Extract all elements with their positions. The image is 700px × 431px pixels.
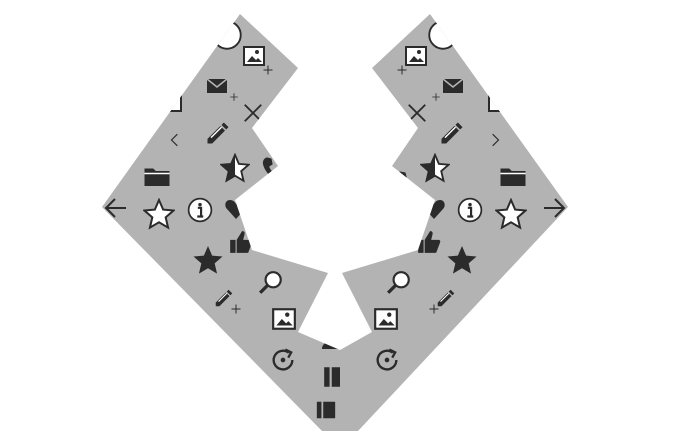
envelope-icon	[442, 78, 464, 94]
circle-icon	[428, 20, 458, 50]
sticky-note-icon	[162, 91, 182, 112]
sticky-note-icon	[127, 122, 147, 143]
image-icon	[374, 308, 398, 330]
envelope-icon	[206, 78, 228, 94]
lock-icon	[480, 41, 498, 63]
left-piece-shape	[102, 14, 340, 431]
right-piece-shape	[340, 14, 568, 431]
left-piece	[102, 14, 340, 431]
image-icon	[272, 308, 296, 330]
info-icon	[187, 197, 213, 223]
right-piece	[340, 14, 568, 431]
sticky-note-icon	[488, 91, 508, 112]
user-icon	[383, 198, 403, 220]
image-icon	[405, 46, 427, 66]
phone-icon	[262, 157, 287, 182]
sticky-note-icon	[523, 122, 543, 143]
circle-icon	[212, 20, 242, 50]
layout-icon	[316, 401, 336, 419]
lock-icon	[172, 41, 190, 63]
info-icon	[457, 197, 483, 223]
folder-icon	[499, 167, 527, 187]
folder-icon	[143, 167, 171, 187]
user-icon	[267, 198, 287, 220]
image-icon	[243, 46, 265, 66]
